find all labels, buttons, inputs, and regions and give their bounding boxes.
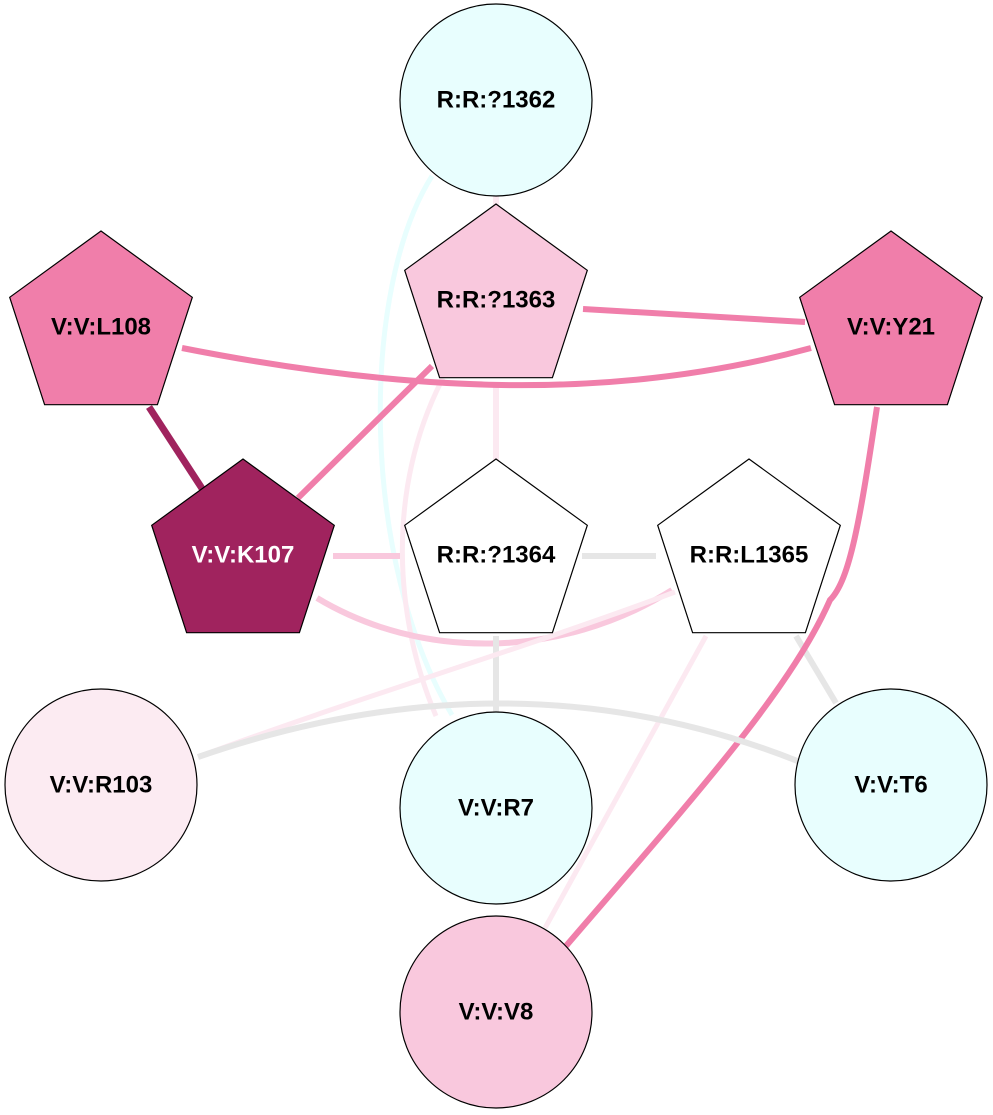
node-vvv8[interactable]: V:V:V8 xyxy=(399,915,593,1109)
node-pentagon-shape[interactable] xyxy=(656,458,842,634)
node-label: R:R:?1364 xyxy=(437,542,556,569)
edge-VVK107-RRL1365 xyxy=(315,587,674,647)
node-vvr7[interactable]: V:V:R7 xyxy=(399,711,593,905)
edge-VVR103-VVT6 xyxy=(197,700,802,765)
edge-RR1363-VVR7 xyxy=(399,376,446,717)
edge-RRL1365-VVT6 xyxy=(793,634,839,705)
edges-layer xyxy=(146,174,880,948)
edge-RRL1365-VVR103 xyxy=(197,589,676,760)
edge-VVL108-VVK107 xyxy=(146,405,206,492)
node-circle-shape[interactable] xyxy=(399,3,593,197)
node-vvk107[interactable]: V:V:K107 xyxy=(150,458,336,634)
node-pentagon-shape[interactable] xyxy=(798,230,984,406)
node-pentagon-shape[interactable] xyxy=(8,230,194,406)
node-rr1364[interactable]: R:R:?1364 xyxy=(403,458,589,634)
node-label: V:V:K107 xyxy=(192,542,295,569)
edge-RR1362-VVR7 xyxy=(377,174,455,717)
edge-VVL108-VVY21 xyxy=(181,345,812,389)
node-rr1363[interactable]: R:R:?1363 xyxy=(403,203,589,379)
node-rrl1365[interactable]: R:R:L1365 xyxy=(656,458,842,634)
node-circle-shape[interactable] xyxy=(399,915,593,1109)
edge-RR1363-VVK107 xyxy=(295,363,435,501)
node-label: R:R:L1365 xyxy=(690,542,809,569)
node-vvt6[interactable]: V:V:T6 xyxy=(794,688,988,882)
node-circle-shape[interactable] xyxy=(4,688,198,882)
node-vvl108[interactable]: V:V:L108 xyxy=(8,230,194,406)
node-rr1362[interactable]: R:R:?1362 xyxy=(399,3,593,197)
node-pentagon-shape[interactable] xyxy=(403,203,589,379)
edge-RR1363-VVY21 xyxy=(582,306,806,325)
node-pentagon-shape[interactable] xyxy=(403,458,589,634)
node-label: V:V:R7 xyxy=(458,795,534,822)
node-label: V:V:V8 xyxy=(459,999,534,1026)
node-label: R:R:?1363 xyxy=(437,287,556,314)
node-circle-shape[interactable] xyxy=(399,711,593,905)
edge-RRL1365-VVV8 xyxy=(542,634,709,930)
node-label: R:R:?1362 xyxy=(437,87,556,114)
edge-VVY21-VVV8 xyxy=(563,406,880,948)
node-label: V:V:T6 xyxy=(854,772,927,799)
node-circle-shape[interactable] xyxy=(794,688,988,882)
node-label: V:V:L108 xyxy=(51,314,151,341)
node-pentagon-shape[interactable] xyxy=(150,458,336,634)
node-vvr103[interactable]: V:V:R103 xyxy=(4,688,198,882)
node-label: V:V:Y21 xyxy=(847,314,935,341)
node-vvy21[interactable]: V:V:Y21 xyxy=(798,230,984,406)
node-label: V:V:R103 xyxy=(50,772,153,799)
